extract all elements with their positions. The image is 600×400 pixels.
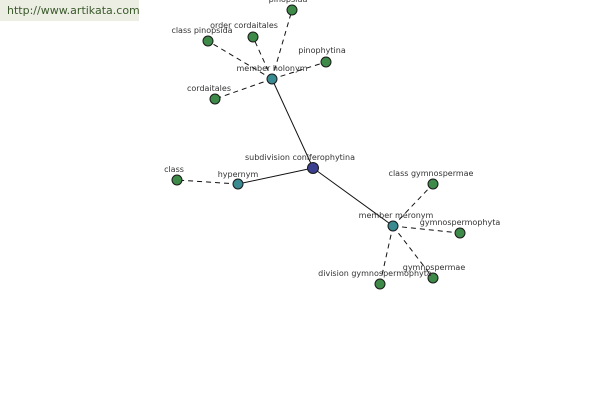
edge-member-holonym-order-cordaitales: [252, 36, 273, 80]
term-node-order-cordaitales[interactable]: [247, 31, 259, 43]
edge-hypernym: [237, 167, 314, 185]
relation-label-hypernym: hypernym: [218, 170, 259, 179]
root-label: subdivision coniferophytina: [245, 153, 355, 162]
relation-label-member-meronym: member meronym: [359, 211, 434, 220]
term-label-class-gymnospermae: class gymnospermae: [389, 169, 474, 178]
labels-layer: subdivision coniferophytina hypernym class…: [164, 0, 500, 278]
relation-node-hypernym[interactable]: [232, 178, 244, 190]
nodes-layer: [171, 4, 466, 290]
edge-member-holonym-pinophytina: [271, 61, 327, 80]
relation-node-member-meronym[interactable]: [387, 220, 399, 232]
edge-member-holonym-cordaitales: [214, 78, 273, 100]
term-label-gymnospermae: gymnospermae: [403, 263, 466, 272]
edge-member-meronym-gymnospermophyta: [392, 225, 461, 234]
edge-hypernym-class: [176, 179, 239, 185]
term-label-cordaitales: cordaitales: [187, 84, 231, 93]
term-label-pinopsida: pinopsida: [269, 0, 308, 4]
term-label-pinophytina: pinophytina: [298, 46, 346, 55]
term-node-class[interactable]: [171, 174, 183, 186]
edge-member-meronym: [312, 167, 394, 227]
term-label-gymnospermophyta: gymnospermophyta: [420, 218, 501, 227]
edge-member-holonym: [271, 78, 314, 169]
relation-label-member-holonym: member holonym: [236, 64, 307, 73]
edge-member-meronym-class-gymnospermae: [392, 183, 434, 227]
term-node-gymnospermophyta[interactable]: [454, 227, 466, 239]
term-node-class-gymnospermae[interactable]: [427, 178, 439, 190]
relation-node-member-holonym[interactable]: [266, 73, 278, 85]
term-node-pinophytina[interactable]: [320, 56, 332, 68]
edge-member-meronym-division-gymnospermophyta: [379, 225, 394, 285]
edge-member-holonym-pinopsida: [271, 9, 293, 80]
root-node[interactable]: [307, 162, 319, 174]
edges-layer: [176, 9, 461, 285]
term-node-class-pinopsida[interactable]: [202, 35, 214, 47]
term-label-division-gymnospermophyta: division gymnospermophyta: [318, 269, 432, 278]
edge-member-meronym-gymnospermae: [392, 225, 434, 279]
term-label-class: class: [164, 165, 184, 174]
term-node-gymnospermae[interactable]: [427, 272, 439, 284]
term-node-cordaitales[interactable]: [209, 93, 221, 105]
url-banner[interactable]: http://www.artikata.com: [0, 0, 140, 21]
term-node-division-gymnospermophyta[interactable]: [374, 278, 386, 290]
term-label-order-cordaitales: order cordaitales: [210, 21, 278, 30]
edge-member-holonym-class-pinopsida: [207, 40, 273, 80]
term-node-pinopsida[interactable]: [286, 4, 298, 16]
term-label-class-pinopsida: class pinopsida: [171, 26, 232, 35]
